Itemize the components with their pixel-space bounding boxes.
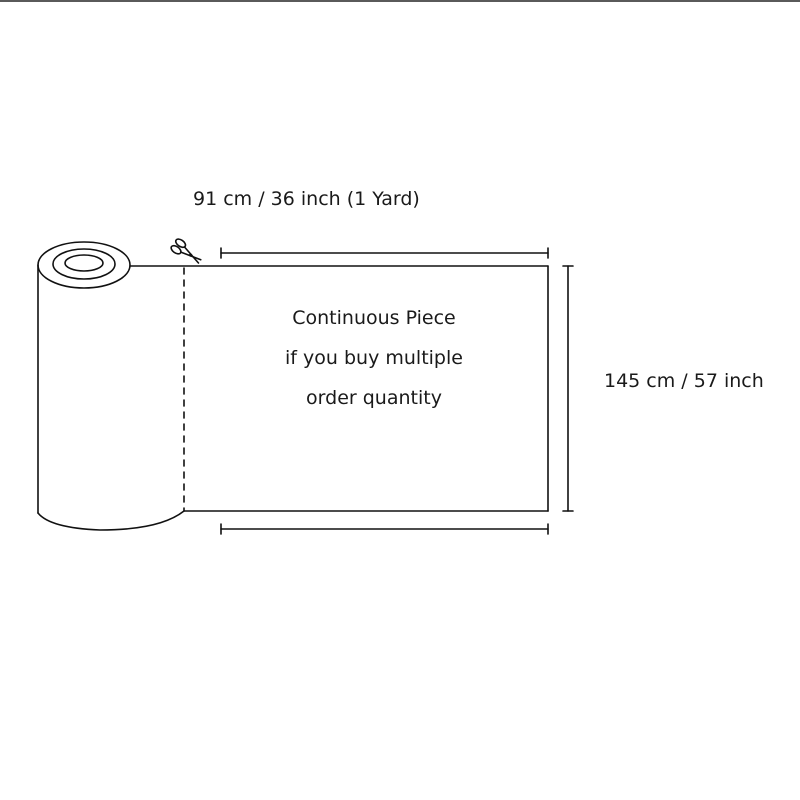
- height-label: 145 cm / 57 inch: [604, 370, 764, 392]
- width-label: 91 cm / 36 inch (1 Yard): [193, 188, 420, 210]
- piece-note-line-3: order quantity: [306, 387, 442, 409]
- piece-note-line-1: Continuous Piece: [292, 307, 456, 329]
- scissors-icon: [170, 238, 202, 264]
- roll-core: [64, 254, 104, 272]
- top-border: [0, 0, 800, 2]
- width-dimension: [220, 247, 549, 535]
- roll-end-middle: [52, 248, 116, 280]
- height-dimension: [562, 265, 574, 512]
- piece-note-line-2: if you buy multiple: [285, 347, 463, 369]
- roll-bottom-curve: [37, 510, 185, 531]
- fabric-sheet: [129, 265, 549, 512]
- fabric-roll: [37, 241, 185, 531]
